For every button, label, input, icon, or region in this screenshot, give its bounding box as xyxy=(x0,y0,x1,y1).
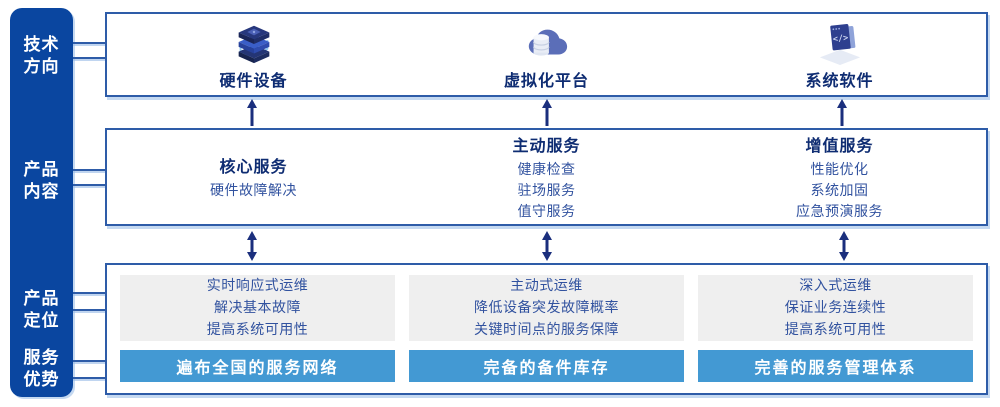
sidebar-label-tech-direction: 技术 方向 xyxy=(10,34,73,78)
connector-line xyxy=(73,377,105,379)
server-stack-icon xyxy=(231,18,277,66)
connector-line xyxy=(73,169,105,171)
sidebar-label-line: 服务 xyxy=(23,348,60,368)
positioning-line: 解决基本故障 xyxy=(214,300,301,316)
positioning-line: 主动式运维 xyxy=(510,278,583,294)
sidebar-label-line: 产品 xyxy=(23,289,60,309)
service-group-title: 主动服务 xyxy=(512,135,581,155)
service-group-title: 增值服务 xyxy=(805,135,874,155)
sidebar-label-line: 内容 xyxy=(23,182,60,202)
sidebar-label-line: 定位 xyxy=(23,311,60,331)
tech-item-virtualization: 虚拟化平台 xyxy=(400,14,693,95)
service-item: 应急预演服务 xyxy=(796,203,883,220)
service-group-core: 核心服务 硬件故障解决 xyxy=(107,130,400,224)
sidebar-label-line: 产品 xyxy=(23,160,60,180)
positioning-column-realtime: 实时响应式运维 解决基本故障 提高系统可用性 遍布全国的服务网络 xyxy=(120,275,395,382)
positioning-line: 深入式运维 xyxy=(799,278,872,294)
positioning-column-proactive: 主动式运维 降低设备突发故障概率 关键时间点的服务保障 完备的备件库存 xyxy=(409,275,684,382)
connector-line xyxy=(73,360,105,362)
positioning-line: 关键时间点的服务保障 xyxy=(474,322,619,338)
service-item: 值守服务 xyxy=(517,203,576,220)
service-item: 性能优化 xyxy=(810,161,869,178)
sidebar-label-product-content: 产品 内容 xyxy=(10,159,73,203)
tech-item-label: 虚拟化平台 xyxy=(503,71,589,90)
advantage-banner: 完备的备件库存 xyxy=(409,350,684,382)
connector-line xyxy=(73,309,105,311)
positioning-panel: 实时响应式运维 解决基本故障 提高系统可用性 xyxy=(120,275,395,341)
positioning-line: 保证业务连续性 xyxy=(784,300,887,316)
tech-item-system-software: </> 系统软件 xyxy=(693,14,986,95)
tech-item-label: 硬件设备 xyxy=(219,71,288,90)
svg-text:</>: </> xyxy=(832,33,849,45)
service-group-active: 主动服务 健康检查 驻场服务 值守服务 xyxy=(400,130,693,224)
positioning-column-deep: 深入式运维 保证业务连续性 提高系统可用性 完善的服务管理体系 xyxy=(698,275,973,382)
up-arrow-icon xyxy=(247,99,257,126)
sidebar-label-line: 技术 xyxy=(23,35,60,55)
cloud-database-icon xyxy=(524,18,570,66)
sidebar-label-service-advantage: 服务 优势 xyxy=(10,347,73,391)
advantage-banner: 遍布全国的服务网络 xyxy=(120,350,395,382)
positioning-panel: 主动式运维 降低设备突发故障概率 关键时间点的服务保障 xyxy=(409,275,684,341)
positioning-line: 实时响应式运维 xyxy=(206,278,309,294)
sidebar-label-line: 方向 xyxy=(23,57,60,77)
product-content-box: 核心服务 硬件故障解决 主动服务 健康检查 驻场服务 值守服务 增值服务 性能优… xyxy=(105,128,988,226)
service-group-title: 核心服务 xyxy=(219,156,288,176)
tech-item-hardware: 硬件设备 xyxy=(107,14,400,95)
up-arrow-icon xyxy=(542,99,552,126)
service-item: 健康检查 xyxy=(517,161,576,178)
connector-line xyxy=(73,57,105,59)
service-item: 系统加固 xyxy=(810,182,869,199)
positioning-line: 提高系统可用性 xyxy=(784,322,887,338)
connector-line xyxy=(73,42,105,44)
service-item: 驻场服务 xyxy=(517,182,576,199)
positioning-line: 提高系统可用性 xyxy=(206,322,309,338)
code-window-icon: </> xyxy=(817,18,863,66)
up-arrow-icon xyxy=(837,99,847,126)
tech-item-label: 系统软件 xyxy=(805,71,874,90)
double-arrow-icon xyxy=(542,231,552,261)
sidebar-label-line: 优势 xyxy=(23,370,60,390)
sidebar-label-product-position: 产品 定位 xyxy=(10,288,73,332)
double-arrow-icon xyxy=(247,231,257,261)
connector-line xyxy=(73,184,105,186)
positioning-line: 降低设备突发故障概率 xyxy=(474,300,619,316)
sidebar: 技术 方向 产品 内容 产品 定位 服务 优势 xyxy=(10,8,73,397)
double-arrow-icon xyxy=(839,231,849,261)
tech-direction-box: 硬件设备 虚拟化平台 xyxy=(105,12,988,97)
service-item: 硬件故障解决 xyxy=(210,182,297,199)
connector-line xyxy=(73,292,105,294)
positioning-panel: 深入式运维 保证业务连续性 提高系统可用性 xyxy=(698,275,973,341)
service-group-value-added: 增值服务 性能优化 系统加固 应急预演服务 xyxy=(693,130,986,224)
positioning-advantage-box: 实时响应式运维 解决基本故障 提高系统可用性 遍布全国的服务网络 主动式运维 降… xyxy=(105,263,988,395)
advantage-banner: 完善的服务管理体系 xyxy=(698,350,973,382)
